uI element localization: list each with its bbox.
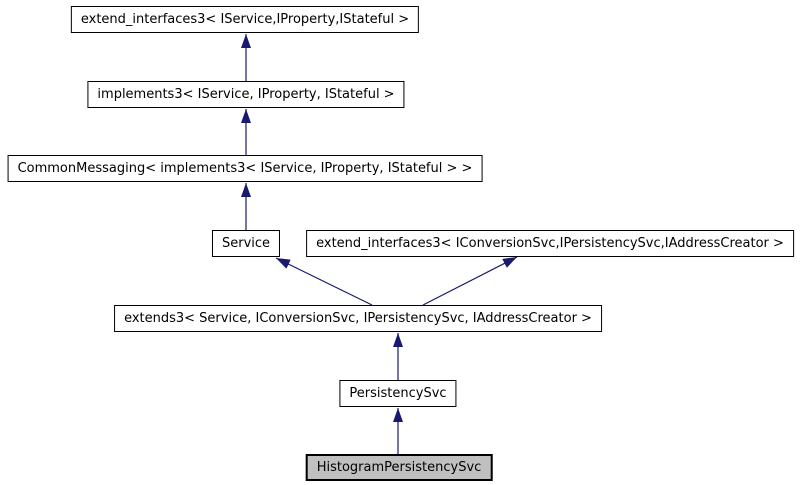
node-extend-interfaces3-iservice[interactable]: extend_interfaces3< IService,IProperty,I… [70, 6, 420, 33]
node-extends3[interactable]: extends3< Service, IConversionSvc, IPers… [114, 305, 602, 332]
node-extend-interfaces3-iconversion[interactable]: extend_interfaces3< IConversionSvc,IPers… [306, 230, 794, 257]
node-persistency-svc[interactable]: PersistencySvc [339, 380, 457, 407]
edge-extends3-to-service [275, 257, 373, 306]
edge-extends3-to-extend-interfaces3b [422, 256, 518, 306]
node-common-messaging[interactable]: CommonMessaging< implements3< IService, … [7, 155, 483, 182]
node-histogram-persistency-svc: HistogramPersistencySvc [305, 454, 493, 481]
node-service[interactable]: Service [211, 230, 281, 257]
node-implements3[interactable]: implements3< IService, IProperty, IState… [87, 81, 405, 108]
